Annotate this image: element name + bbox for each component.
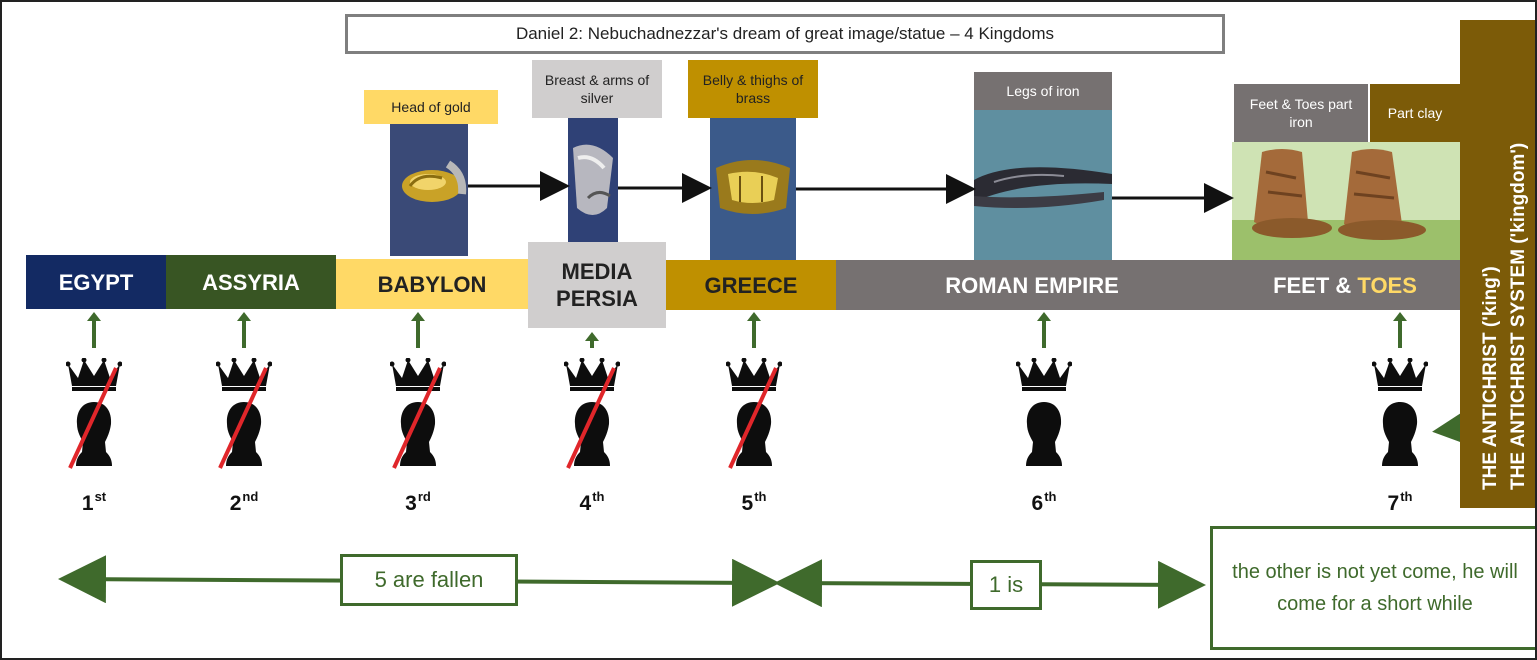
up-arrow-icon bbox=[86, 312, 102, 348]
ordinal-number: 6 bbox=[1031, 492, 1044, 515]
strike-line-icon bbox=[390, 364, 446, 477]
crown-icon bbox=[390, 358, 446, 392]
head-silhouette-icon bbox=[74, 400, 114, 468]
up-arrow-icon bbox=[1392, 312, 1408, 348]
ordinal-number: 5 bbox=[741, 492, 754, 515]
feet-toes-image bbox=[1232, 142, 1460, 260]
kingdom-media-persia: MEDIA PERSIA bbox=[528, 242, 666, 328]
crown-icon bbox=[66, 358, 122, 392]
crown-icon bbox=[216, 358, 272, 392]
kingdom-toes-label: TOES bbox=[1357, 272, 1417, 298]
crown-icon bbox=[1372, 358, 1428, 392]
ordinal-suffix: th bbox=[754, 489, 767, 504]
up-arrow-icon bbox=[584, 332, 600, 348]
kingdom-media-persia-line2: PERSIA bbox=[556, 286, 638, 311]
ordinal-suffix: th bbox=[1400, 489, 1413, 504]
head-silhouette-icon bbox=[572, 400, 612, 468]
not-yet-come-label: the other is not yet come, he will come … bbox=[1210, 526, 1535, 650]
label-feet-iron: Feet & Toes part iron bbox=[1234, 84, 1368, 142]
breast-silver-image bbox=[568, 118, 618, 260]
ordinal-label: 5th bbox=[724, 489, 784, 516]
label-belly-brass: Belly & thighs of brass bbox=[688, 60, 818, 118]
strike-line-icon bbox=[216, 364, 272, 477]
antichrist-king-text: THE ANTICHRIST ('king') bbox=[1480, 266, 1501, 490]
crown-icon bbox=[1016, 358, 1072, 392]
ordinal-label: 1st bbox=[64, 489, 124, 516]
up-arrow-icon bbox=[410, 312, 426, 348]
strike-line-icon bbox=[726, 364, 782, 477]
ordinal-label: 6th bbox=[1014, 489, 1074, 516]
kingdom-egypt: EGYPT bbox=[26, 255, 166, 309]
ordinal-number: 3 bbox=[405, 492, 417, 515]
ordinal-number: 1 bbox=[81, 492, 94, 515]
head-silhouette-icon bbox=[224, 400, 264, 468]
label-legs-iron: Legs of iron bbox=[974, 72, 1112, 110]
head-of-gold-image bbox=[390, 124, 468, 256]
kingdom-assyria: ASSYRIA bbox=[166, 255, 336, 309]
legs-iron-image bbox=[974, 110, 1112, 260]
strike-line-icon bbox=[564, 364, 620, 477]
one-is-label: 1 is bbox=[970, 560, 1042, 610]
ordinal-suffix: nd bbox=[242, 489, 259, 504]
kingdom-greece: GREECE bbox=[666, 260, 836, 310]
label-breast-silver: Breast & arms of silver bbox=[532, 60, 662, 118]
ordinal-suffix: th bbox=[592, 489, 605, 504]
up-arrow-icon bbox=[236, 312, 252, 348]
label-feet-clay: Part clay bbox=[1370, 84, 1460, 142]
ordinal-suffix: st bbox=[94, 489, 107, 504]
head-silhouette-icon bbox=[734, 400, 774, 468]
strike-line-icon bbox=[66, 364, 122, 477]
up-arrow-icon bbox=[746, 312, 762, 348]
ordinal-number: 2 bbox=[229, 492, 242, 515]
up-arrow-icon bbox=[1036, 312, 1052, 348]
kingdom-babylon: BABYLON bbox=[336, 259, 528, 309]
five-are-fallen-label: 5 are fallen bbox=[340, 554, 518, 606]
head-silhouette-icon bbox=[1380, 400, 1420, 468]
kingdom-roman-empire: ROMAN EMPIRE bbox=[836, 260, 1228, 310]
kingdom-media-persia-line1: MEDIA bbox=[561, 259, 633, 284]
diagram-title: Daniel 2: Nebuchadnezzar's dream of grea… bbox=[345, 14, 1225, 54]
head-silhouette-icon bbox=[1024, 400, 1064, 468]
ordinal-label: 3rd bbox=[388, 489, 448, 516]
ordinal-suffix: th bbox=[1044, 489, 1057, 504]
antichrist-system-text: THE ANTICHRIST SYSTEM ('kingdom') bbox=[1508, 142, 1529, 490]
head-silhouette-icon bbox=[398, 400, 438, 468]
ordinal-label: 2nd bbox=[214, 489, 274, 516]
kingdom-feet-toes: FEET & TOES bbox=[1228, 260, 1462, 310]
ordinal-label: 4th bbox=[562, 489, 622, 516]
ordinal-label: 7th bbox=[1370, 489, 1430, 516]
ordinal-number: 4 bbox=[579, 492, 592, 515]
kingdom-feet-label: FEET & bbox=[1273, 272, 1358, 298]
label-head-of-gold: Head of gold bbox=[364, 90, 498, 124]
ordinal-number: 7 bbox=[1387, 492, 1400, 515]
antichrist-bar: THE ANTICHRIST ('king') THE ANTICHRIST S… bbox=[1460, 20, 1535, 508]
ordinal-suffix: rd bbox=[417, 489, 431, 504]
crown-icon bbox=[564, 358, 620, 392]
belly-brass-image bbox=[710, 118, 796, 260]
crown-icon bbox=[726, 358, 782, 392]
